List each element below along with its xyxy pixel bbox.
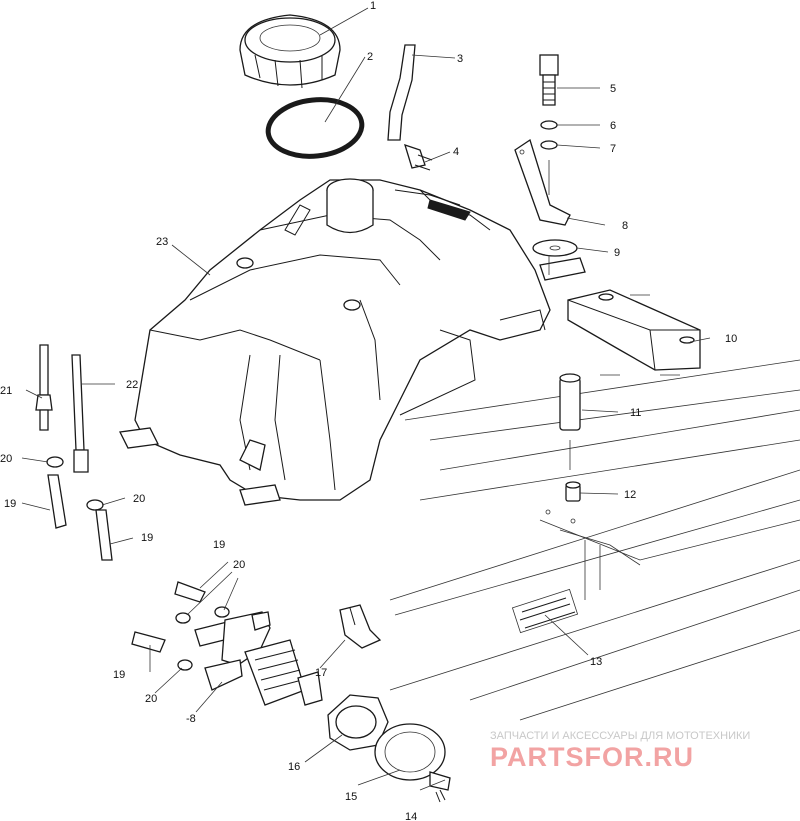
callout-labels: 1 2 3 4 5 6 7 8 9 10 11 12 13 14 15 16 1… xyxy=(0,0,737,821)
callout-20-b: 20 xyxy=(133,493,145,505)
spacers xyxy=(559,373,581,502)
callout-17: 17 xyxy=(315,667,327,679)
callout-22: 22 xyxy=(126,379,138,391)
callout-9: 9 xyxy=(614,247,620,259)
callout-13: 13 xyxy=(590,656,602,668)
mount-block xyxy=(567,289,701,376)
watermark-brand: PARTSFOR.RU xyxy=(490,742,694,772)
watermark: ЗАПЧАСТИ И АКСЕССУАРЫ ДЛЯ МОТОТЕХНИКИ PA… xyxy=(490,730,750,772)
mount-hardware xyxy=(514,54,578,275)
callout-19-a: 19 xyxy=(213,539,225,551)
callout-3: 3 xyxy=(457,53,463,65)
callout-7: 7 xyxy=(610,143,616,155)
watermark-tagline: ЗАПЧАСТИ И АКСЕССУАРЫ ДЛЯ МОТОТЕХНИКИ xyxy=(490,730,750,742)
vent-hose xyxy=(387,44,433,171)
callout-23: 23 xyxy=(156,236,168,248)
tank-hardware-lower xyxy=(327,694,451,803)
callout-6: 6 xyxy=(610,120,616,132)
leader-lines xyxy=(21,7,711,791)
callout-10: 10 xyxy=(725,333,737,345)
callout-21: 21 xyxy=(0,385,12,397)
fuel-cap xyxy=(239,14,341,89)
callout-19-c: 19 xyxy=(113,669,125,681)
callout-20-d: 20 xyxy=(0,453,12,465)
callout-11: 11 xyxy=(630,407,641,419)
callout-18: -8 xyxy=(186,713,196,725)
callout-19-b: 19 xyxy=(141,532,153,544)
fuel-valve-assembly xyxy=(131,581,382,706)
callout-19-d: 19 xyxy=(4,498,16,510)
fuel-tank xyxy=(119,178,586,506)
callout-4: 4 xyxy=(453,146,459,158)
callout-20-a: 20 xyxy=(233,559,245,571)
chassis-frame xyxy=(389,359,800,721)
callout-12: 12 xyxy=(624,489,636,501)
callout-1: 1 xyxy=(370,0,376,12)
fuel-lines-left xyxy=(35,344,113,561)
gasket-ring xyxy=(265,97,365,159)
callout-5: 5 xyxy=(610,83,616,95)
callout-14: 14 xyxy=(405,811,417,821)
callout-2: 2 xyxy=(367,51,373,63)
callout-15: 15 xyxy=(345,791,357,803)
callout-8: 8 xyxy=(622,220,628,232)
callout-16: 16 xyxy=(288,761,300,773)
callout-20-c: 20 xyxy=(145,693,157,705)
